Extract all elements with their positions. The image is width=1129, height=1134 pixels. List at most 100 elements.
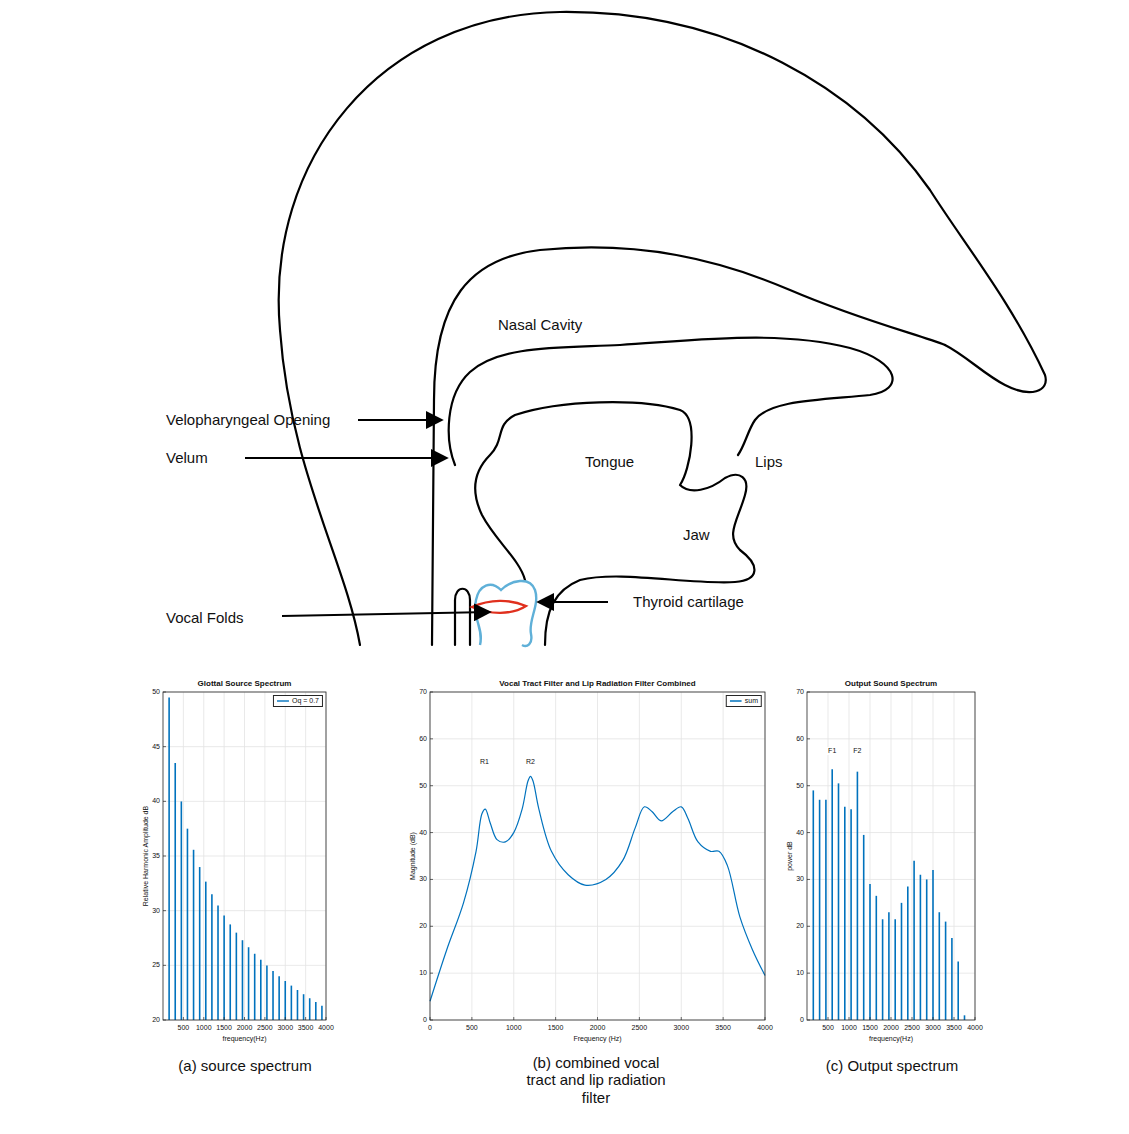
part-label: Velum <box>166 449 208 466</box>
tick-label: 2000 <box>237 1024 253 1032</box>
harmonic-line <box>236 933 238 1020</box>
tick-mark <box>183 1017 184 1020</box>
tick-label: 0 <box>423 1016 427 1024</box>
axis-label: power dB <box>786 841 794 871</box>
harmonic-line <box>223 915 225 1020</box>
harmonic-line <box>907 886 909 1020</box>
harmonic-line <box>284 981 286 1020</box>
plot-area <box>807 692 975 1020</box>
tick-mark <box>203 1017 204 1020</box>
tick-mark <box>849 1017 850 1020</box>
harmonic-line <box>932 870 934 1020</box>
harmonic-line <box>229 924 231 1020</box>
harmonic-line <box>260 960 262 1020</box>
grid-line <box>163 746 326 747</box>
harmonic-line <box>920 875 922 1020</box>
peak-label: F1 <box>827 747 837 755</box>
grid-line <box>870 692 871 1020</box>
harmonic-line <box>321 1006 323 1020</box>
tick-label: 2500 <box>632 1024 648 1032</box>
harmonic-line <box>938 912 940 1020</box>
harmonic-line <box>894 919 896 1020</box>
grid-line <box>430 879 765 880</box>
grid-line <box>430 926 765 927</box>
tick-label: 1000 <box>506 1024 522 1032</box>
tick-mark <box>163 965 166 966</box>
tick-mark <box>891 1017 892 1020</box>
tick-label: 3500 <box>298 1024 314 1032</box>
tick-mark <box>723 1017 724 1020</box>
axes-box <box>807 692 975 1020</box>
head-outline <box>279 12 1046 645</box>
harmonic-line <box>254 954 256 1020</box>
tongue-jaw-contour <box>475 402 754 645</box>
grid-line <box>681 692 682 1020</box>
tick-mark <box>807 973 810 974</box>
axis-label: frequency(Hz) <box>869 1035 913 1043</box>
tick-mark <box>807 738 810 739</box>
harmonic-line <box>303 994 305 1020</box>
part-label: Jaw <box>683 526 710 543</box>
tick-label: 500 <box>466 1024 478 1032</box>
harmonic-line <box>272 971 274 1020</box>
legend-sample <box>730 698 742 704</box>
head-contour <box>279 12 1046 645</box>
tick-mark <box>430 785 433 786</box>
grid-line <box>430 738 765 739</box>
harmonic-line <box>211 894 213 1020</box>
tick-mark <box>430 973 433 974</box>
tick-label: 40 <box>796 829 804 837</box>
grid-line <box>807 738 975 739</box>
tick-mark <box>912 1017 913 1020</box>
tick-label: 60 <box>419 735 427 743</box>
harmonic-line <box>278 976 280 1020</box>
tick-label: 10 <box>796 969 804 977</box>
harmonic-line <box>913 861 915 1020</box>
grid-line <box>430 973 765 974</box>
tick-label: 50 <box>796 782 804 790</box>
harmonic-line <box>857 772 859 1020</box>
tick-label: 500 <box>822 1024 834 1032</box>
grid-line <box>163 801 326 802</box>
tick-label: 0 <box>428 1024 432 1032</box>
harmonic-line <box>217 905 219 1020</box>
tick-label: 0 <box>800 1016 804 1024</box>
tick-label: 3000 <box>673 1024 689 1032</box>
legend-sample <box>277 698 289 704</box>
tick-label: 3000 <box>925 1024 941 1032</box>
tick-mark <box>244 1017 245 1020</box>
tick-mark <box>807 879 810 880</box>
tick-mark <box>305 1017 306 1020</box>
epiglottis <box>455 589 470 645</box>
tick-mark <box>163 910 166 911</box>
harmonic-line <box>242 940 244 1020</box>
tick-label: 20 <box>796 922 804 930</box>
tick-label: 1500 <box>548 1024 564 1032</box>
grid-line <box>430 832 765 833</box>
tick-mark <box>807 926 810 927</box>
axis-label: Relative Harmonic Amplitude dB <box>142 806 150 906</box>
tick-label: 35 <box>152 852 160 860</box>
tick-mark <box>430 879 433 880</box>
tick-label: 40 <box>419 829 427 837</box>
harmonic-line <box>844 807 846 1020</box>
axes-box <box>430 692 765 1020</box>
tick-label: 1500 <box>862 1024 878 1032</box>
grid-line <box>849 692 850 1020</box>
grid-line <box>954 692 955 1020</box>
part-label: Lips <box>755 453 783 470</box>
tick-label: 50 <box>419 782 427 790</box>
harmonic-line <box>825 800 827 1020</box>
tick-label: 10 <box>419 969 427 977</box>
tick-label: 1000 <box>196 1024 212 1032</box>
chart <box>430 692 765 1020</box>
legend-line <box>277 700 289 701</box>
tick-mark <box>285 1017 286 1020</box>
tick-label: 45 <box>152 743 160 751</box>
part-label: Tongue <box>585 453 634 470</box>
palate-velum-contour <box>449 338 893 465</box>
tick-mark <box>430 926 433 927</box>
tick-mark <box>163 801 166 802</box>
